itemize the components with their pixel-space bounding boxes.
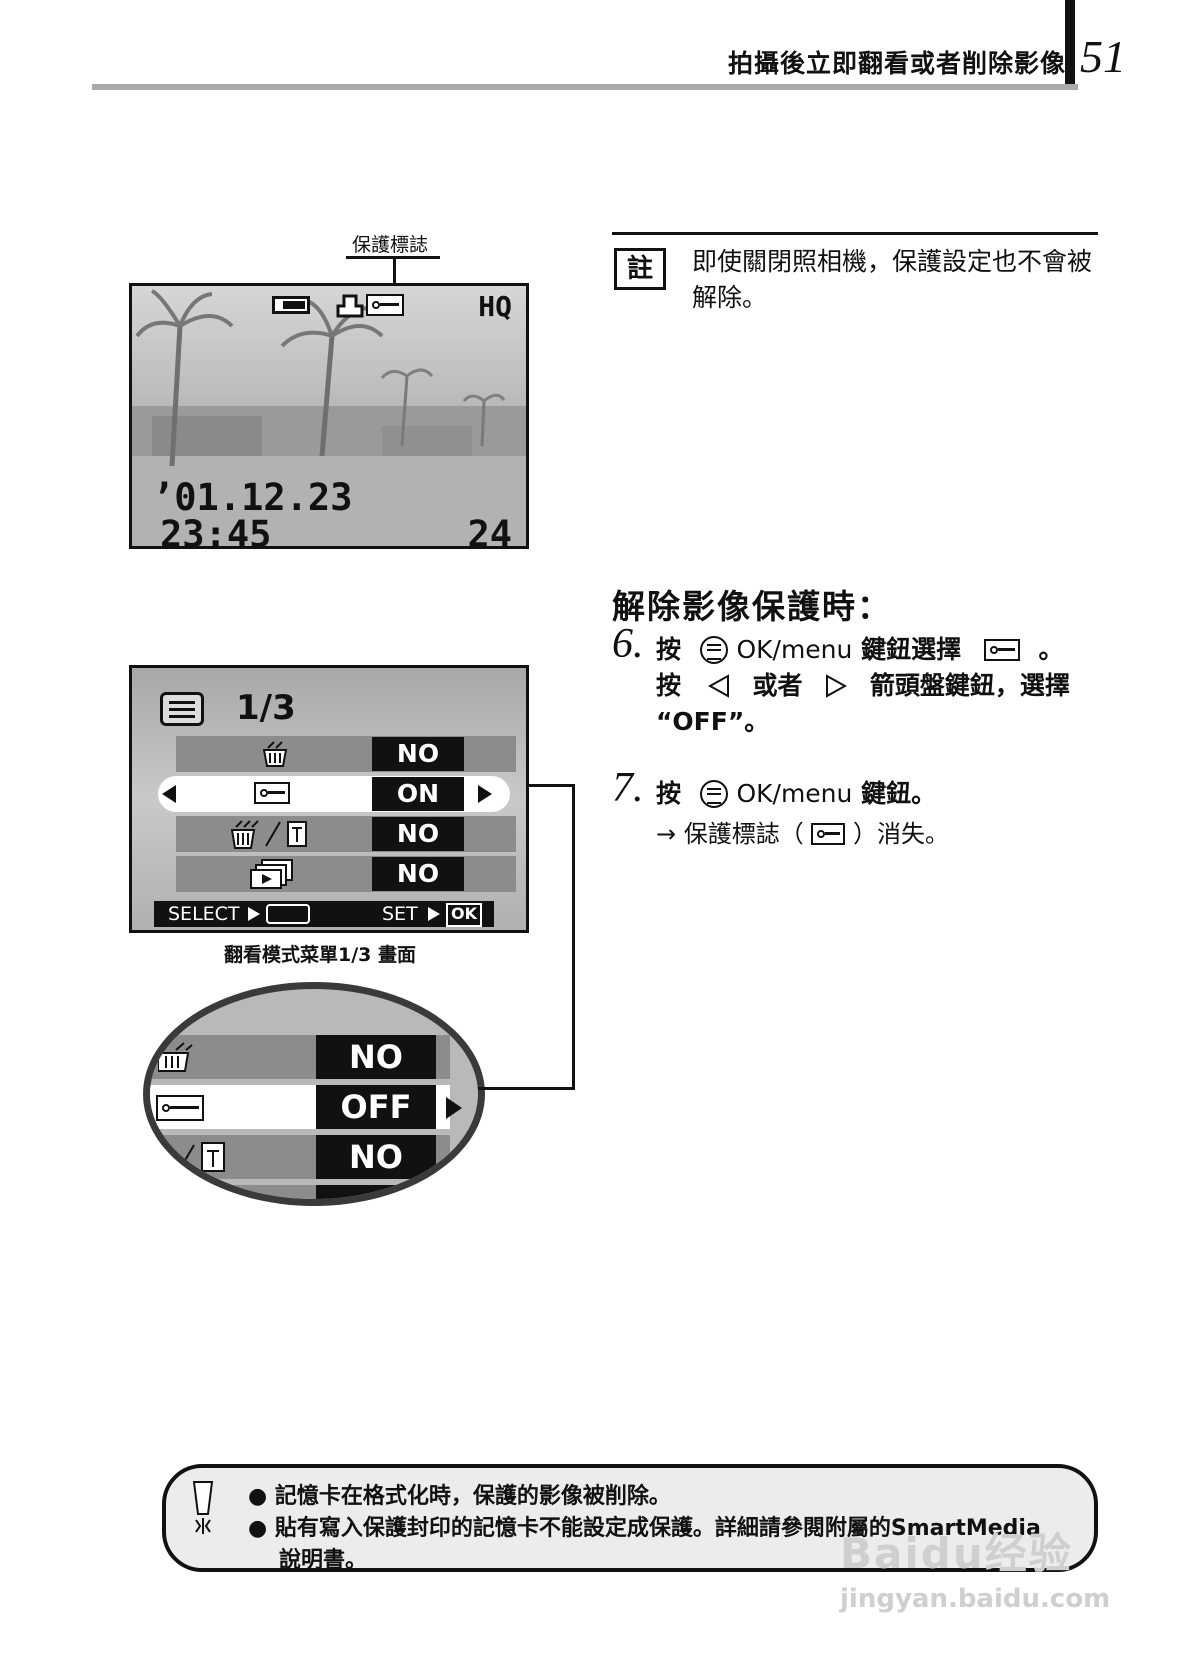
zoom-protect-value: OFF: [316, 1085, 436, 1129]
note-icon: 註: [614, 248, 666, 290]
step-6-or: 或者: [752, 671, 803, 700]
note-rule: [612, 232, 1098, 235]
menu-button-icon: [699, 636, 728, 664]
arrow-icon: [428, 907, 440, 921]
menu-row-delete-all[interactable]: [176, 816, 516, 852]
arrow-left-icon[interactable]: [162, 785, 176, 803]
caution-item: ● 貼有寫入保護封印的記憶卡不能設定成保護。詳細請參閱附屬的SmartMedia: [248, 1510, 1041, 1542]
battery-icon: [272, 296, 310, 314]
protect-mark-callout-label: 保護標誌: [352, 234, 429, 256]
connector-line: [529, 784, 575, 787]
arrow-left-icon: [707, 674, 729, 698]
caution-box: [162, 1464, 1098, 1572]
step-6-press: 按: [656, 635, 682, 664]
result-prefix: → 保護標誌（: [656, 820, 804, 848]
step-7-press: 按: [656, 779, 682, 808]
protect-key-icon: [254, 782, 290, 804]
footer-set-label: SET: [382, 903, 418, 925]
menu-row-slideshow[interactable]: [176, 856, 516, 892]
footer-select-label: SELECT: [168, 903, 240, 925]
step-6-line-1: 按 OK/menu 鍵鈕選擇 。: [656, 632, 1064, 668]
protect-key-icon: [983, 639, 1020, 661]
step-7-line-1: 按 OK/menu 鍵鈕。: [656, 776, 936, 812]
step-7-result: → 保護標誌（ ）消失。: [656, 814, 949, 849]
note-text: 即使關閉照相機，保護設定也不會被解除。: [692, 247, 1093, 312]
arrow-icon: [248, 907, 260, 921]
zoom-delete-all-value: NO: [316, 1135, 436, 1179]
delete-icon: [157, 1041, 198, 1073]
playback-lcd-screen: HQ ’01.12.23 23:45 24: [129, 283, 529, 549]
step-number: 6.: [612, 621, 644, 667]
caution-item: ● 記憶卡在格式化時，保護的影像被削除。: [248, 1478, 671, 1510]
arrow-right-icon: [446, 1097, 462, 1119]
menu-footer: SELECT SET OK: [154, 901, 494, 927]
zoom-next-value-clipped: [316, 1185, 436, 1199]
caution-item-text: 貼有寫入保護封印的記憶卡不能設定成保護。詳細請參閱附屬的SmartMedia: [274, 1516, 1041, 1541]
arrow-right-icon: [826, 674, 848, 698]
connector-line: [572, 784, 575, 1090]
page-header-title: 拍攝後立即翻看或者削除影像: [727, 49, 1066, 78]
caution-item-continuation: 說明書。: [279, 1548, 368, 1573]
image-quality-indicator: HQ: [478, 290, 512, 323]
page-number: 51: [1080, 31, 1126, 82]
delete-all-icon: [228, 818, 318, 850]
ok-button-icon: OK: [446, 903, 482, 927]
menu-row-delete[interactable]: [176, 736, 516, 772]
step-6-arrow-pad-text: 箭頭盤鍵鈕，選擇: [869, 671, 1070, 700]
bullet-icon: ●: [248, 1516, 268, 1541]
protect-key-icon: [811, 823, 846, 845]
ok-menu-button-label: OK/menu: [736, 635, 853, 664]
menu-page-indicator: 1/3: [236, 688, 296, 728]
protect-value: ON: [372, 777, 464, 811]
delete-all-value: NO: [372, 817, 464, 851]
step-6-select: 鍵鈕選擇: [861, 635, 962, 664]
delete-value: NO: [372, 737, 464, 771]
baidu-watermark: Baidu经验: [840, 1529, 1073, 1578]
step-6-press-2: 按: [656, 671, 682, 700]
playback-menu-screen: 1/3 NO ON NO NO SELECT SET OK: [129, 665, 529, 933]
menu-list-icon: [160, 692, 204, 726]
zoom-delete-value: NO: [316, 1035, 436, 1079]
connector-line: [478, 1087, 575, 1090]
capture-date: ’01.12.23: [152, 476, 353, 519]
callout-pointer-line: [393, 256, 396, 298]
ok-menu-button-label: OK/menu: [736, 779, 853, 808]
capture-time: 23:45: [160, 513, 272, 549]
arrow-right-icon[interactable]: [478, 785, 492, 803]
slideshow-icon: [250, 858, 294, 890]
section-heading: 解除影像保護時：: [612, 587, 892, 626]
palm-tree-photo: [132, 289, 526, 546]
menu-figure-caption: 翻看模式菜單1/3 畫面: [224, 944, 416, 966]
arrow-pad-icon: [266, 904, 310, 924]
step-6-period: 。: [1038, 635, 1064, 664]
menu-button-icon: [699, 780, 728, 808]
protect-key-icon: [366, 294, 404, 316]
step-6-line-3: “OFF”。: [656, 707, 770, 736]
result-suffix: ）消失。: [853, 820, 950, 848]
protect-key-icon: [156, 1095, 204, 1121]
step-7-rest: 鍵鈕。: [861, 779, 937, 808]
delete-icon: [260, 740, 290, 768]
print-order-icon: [336, 294, 364, 318]
bullet-icon: ●: [248, 1484, 268, 1509]
step-6-line-2: 按 或者 箭頭盤鍵鈕，選擇: [656, 668, 1070, 704]
frame-count: 24: [467, 513, 512, 549]
header-divider-bar: [1065, 0, 1075, 90]
caution-exclamation-icon: [188, 1480, 218, 1536]
baidu-watermark-url: jingyan.baidu.com: [840, 1584, 1111, 1614]
slideshow-value: NO: [372, 857, 464, 891]
zoomed-menu-detail: NO OFF NO: [143, 982, 485, 1206]
delete-all-icon: [178, 1139, 238, 1175]
step-number: 7.: [612, 765, 644, 811]
header-rule: [92, 84, 1078, 90]
caution-item-text: 記憶卡在格式化時，保護的影像被削除。: [274, 1484, 671, 1509]
